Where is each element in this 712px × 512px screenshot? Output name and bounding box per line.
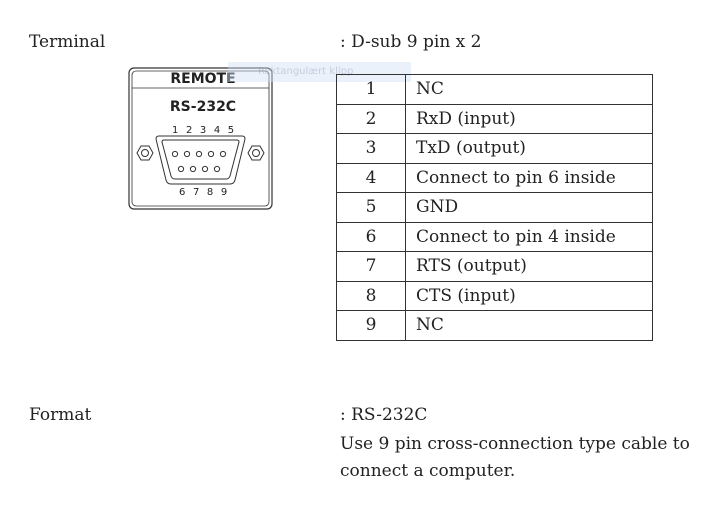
pin-function-cell: Connect to pin 6 inside	[405, 162, 653, 193]
format-label: Format	[29, 405, 92, 425]
pin-number-cell: 9	[336, 310, 406, 341]
right-screw-icon	[247, 145, 265, 161]
format-description: Use 9 pin cross-connection type cable to…	[340, 434, 690, 481]
pin-function-cell: TxD (output)	[405, 133, 653, 164]
pin-function-cell: RxD (input)	[405, 103, 653, 134]
pin-number-cell: 3	[336, 133, 406, 164]
pin-number-cell: 2	[336, 103, 406, 134]
left-screw-icon	[136, 145, 154, 161]
connector-bottom-pin-numbers: 6 7 8 9	[179, 187, 230, 198]
pin-number-cell: 6	[336, 221, 406, 252]
connector-model: RS-232C	[169, 99, 237, 115]
pin-number-cell: 1	[336, 74, 406, 105]
rs232c-connector-icon	[128, 67, 273, 210]
connector-top-pin-numbers: 1 2 3 4 5	[172, 125, 237, 136]
connector-title: REMOTE	[170, 71, 236, 87]
format-value: : RS-232C	[340, 405, 428, 425]
pin-number-cell: 7	[336, 251, 406, 282]
pin-function-cell: CTS (input)	[405, 280, 653, 311]
pin-number-cell: 8	[336, 280, 406, 311]
pin-function-cell: NC	[405, 310, 653, 341]
pin-function-cell: NC	[405, 74, 653, 105]
pin-number-cell: 4	[336, 162, 406, 193]
pin-function-cell: GND	[405, 192, 653, 223]
pin-number-cell: 5	[336, 192, 406, 223]
terminal-value: : D-sub 9 pin x 2	[340, 32, 482, 52]
pin-function-cell: Connect to pin 4 inside	[405, 221, 653, 252]
pin-function-cell: RTS (output)	[405, 251, 653, 282]
terminal-label: Terminal	[29, 32, 106, 52]
